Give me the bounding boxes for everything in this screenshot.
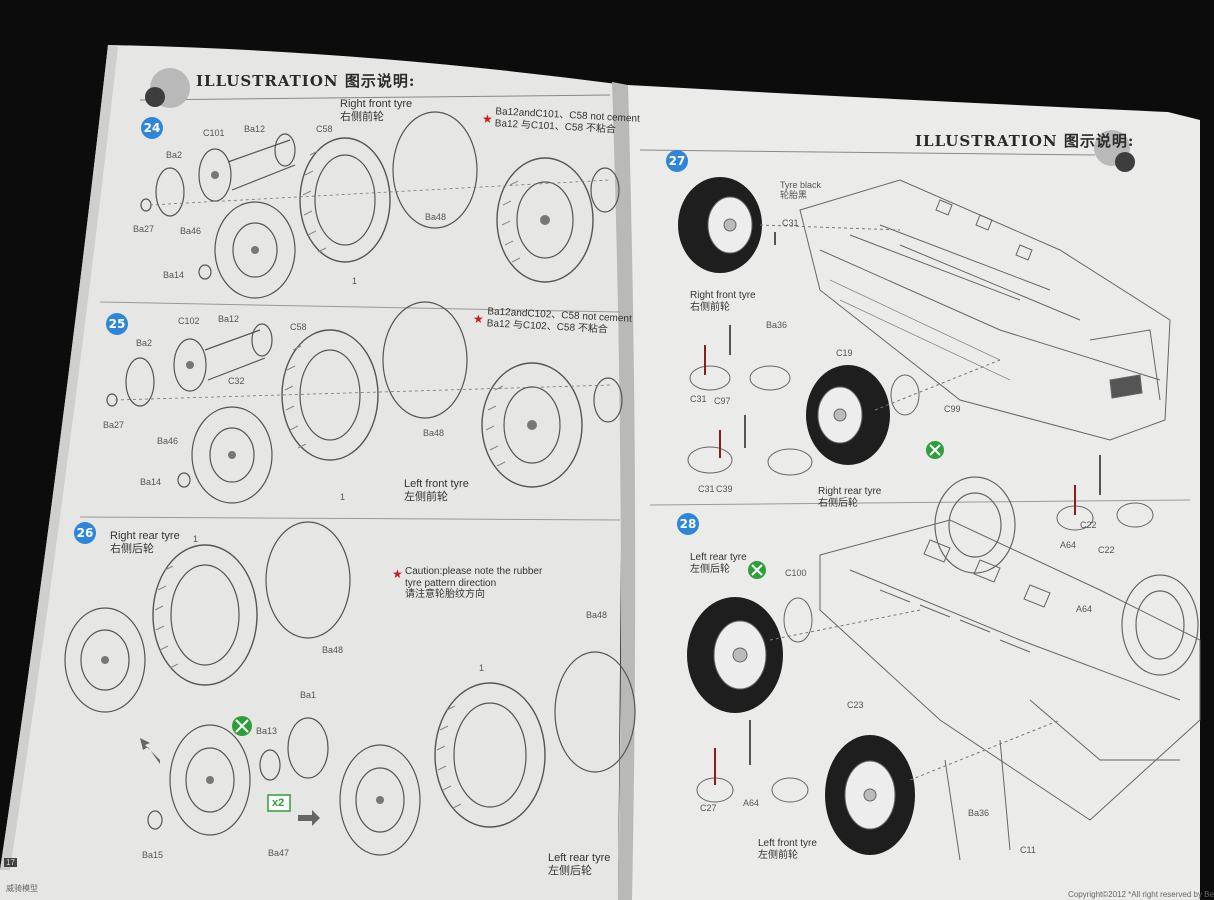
page-number: 17 (4, 858, 17, 868)
part-label: C101 (203, 128, 225, 138)
step-26-right-rear-label: Right rear tyre 右侧后轮 (110, 530, 180, 555)
part-label: Ba46 (157, 436, 179, 446)
part-label: A64 (743, 798, 760, 808)
part-label: Ba2 (166, 150, 183, 160)
part-label: Ba12 (244, 124, 266, 134)
left-page-header: ILLUSTRATION 图示说明: (196, 72, 416, 90)
part-label: 1 (352, 276, 358, 286)
part-label: C58 (290, 322, 307, 332)
step-25-badge: 25 (106, 313, 128, 335)
step-24-tyre-label: Right front tyre 右侧前轮 (340, 98, 413, 123)
part-label: Ba48 (322, 645, 344, 655)
part-label: Ba46 (180, 226, 202, 236)
part-label: Ba12 (218, 314, 240, 324)
part-label: C97 (714, 396, 731, 406)
part-label: C58 (316, 124, 333, 134)
part-label: Ba48 (423, 428, 445, 438)
paint-note: Tyre black 轮胎黑 (780, 180, 822, 201)
part-label: C32 (228, 376, 245, 386)
part-label: C39 (716, 484, 733, 494)
step-27-right-rear-label: Right rear tyre 右侧后轮 (818, 486, 882, 509)
part-label: 1 (479, 663, 485, 673)
multiplier-x2: x2 (272, 797, 285, 809)
part-label: C22 (1098, 545, 1115, 555)
step-25-tyre-label: Left front tyre 左侧前轮 (404, 478, 469, 503)
part-label: C23 (847, 700, 864, 710)
part-label: C99 (944, 404, 961, 414)
part-label: Ba48 (586, 610, 608, 620)
note-star-icon: ★ (392, 567, 403, 581)
part-label: C19 (836, 348, 853, 358)
left-page (0, 45, 625, 900)
part-label: Ba36 (766, 320, 788, 330)
part-label: Ba36 (968, 808, 990, 818)
part-label: Ba27 (103, 420, 125, 430)
part-label: C31 (690, 394, 707, 404)
part-label: C31 (698, 484, 715, 494)
note-star-icon: ★ (482, 112, 493, 126)
part-label: Ba2 (136, 338, 153, 348)
part-label: Ba13 (256, 726, 278, 736)
part-label: Ba27 (133, 224, 155, 234)
part-label: C27 (700, 803, 717, 813)
part-label: A64 (1076, 604, 1093, 614)
part-label: C22 (1080, 520, 1097, 530)
part-label: C31 (782, 218, 799, 228)
step-27-badge: 27 (666, 150, 688, 172)
right-page-header: ILLUSTRATION 图示说明: (915, 132, 1135, 150)
step-26-left-rear-label: Left rear tyre 左侧后轮 (548, 852, 611, 877)
step-26-badge: 26 (74, 522, 96, 544)
part-label: A64 (1060, 540, 1077, 550)
part-label: Ba1 (300, 690, 317, 700)
part-label: 1 (193, 534, 199, 544)
step-28-left-rear-label: Left rear tyre 左侧后轮 (690, 552, 747, 575)
part-label: Ba15 (142, 850, 164, 860)
part-label: C102 (178, 316, 200, 326)
part-label: Ba48 (425, 212, 447, 222)
part-label: Ba14 (140, 477, 162, 487)
footer-copyright: Copyright©2012 *All right reserved by Be (1068, 890, 1214, 899)
step-28-left-front-label: Left front tyre 左侧前轮 (758, 838, 817, 861)
part-label: Ba14 (163, 270, 185, 280)
step-27-right-front-label: Right front tyre 右侧前轮 (690, 290, 756, 313)
step-24-badge: 24 (141, 117, 163, 139)
part-label: Ba47 (268, 848, 290, 858)
part-label: C11 (1020, 845, 1036, 855)
page-fold-shadow (612, 82, 636, 900)
step-28-badge: 28 (677, 513, 699, 535)
part-label: C100 (785, 568, 807, 578)
left-page-edge-shade (0, 45, 118, 870)
part-label: 1 (340, 492, 346, 502)
note-star-icon: ★ (473, 312, 484, 326)
footer-brand: 威骑模型 (6, 884, 38, 893)
step-26-caution: Caution:please note the rubber tyre patt… (405, 566, 543, 600)
